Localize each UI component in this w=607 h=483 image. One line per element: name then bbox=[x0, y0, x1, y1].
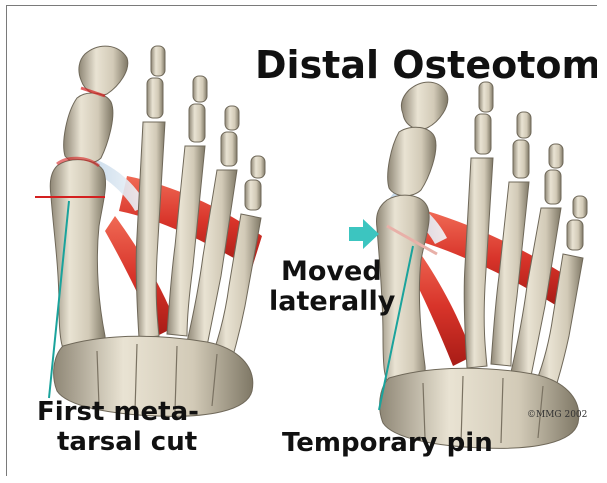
diagram-title: Distal Osteotomy bbox=[255, 43, 597, 87]
left-foot bbox=[35, 46, 265, 416]
illustration-frame: Distal Osteotomy First meta- tarsal cut … bbox=[6, 5, 597, 476]
moved-laterally-arrow bbox=[349, 219, 379, 249]
foot-diagram: Distal Osteotomy First meta- tarsal cut … bbox=[7, 6, 597, 476]
right-hallux-distal bbox=[401, 82, 447, 129]
copyright: ©MMG 2002 bbox=[527, 410, 587, 420]
right-toe-2 bbox=[464, 82, 493, 368]
right-hallux-proximal bbox=[388, 127, 436, 196]
left-hallux-proximal bbox=[64, 93, 113, 164]
first-cut-label-line2: tarsal cut bbox=[57, 427, 197, 457]
moved-label-line1: Moved bbox=[281, 256, 382, 287]
left-hallux-distal bbox=[79, 46, 128, 95]
moved-label-line2: laterally bbox=[269, 286, 396, 317]
left-first-metatarsal bbox=[50, 160, 105, 364]
right-foot bbox=[349, 82, 587, 448]
first-cut-label-line1: First meta- bbox=[37, 397, 199, 427]
pin-label: Temporary pin bbox=[282, 428, 493, 458]
